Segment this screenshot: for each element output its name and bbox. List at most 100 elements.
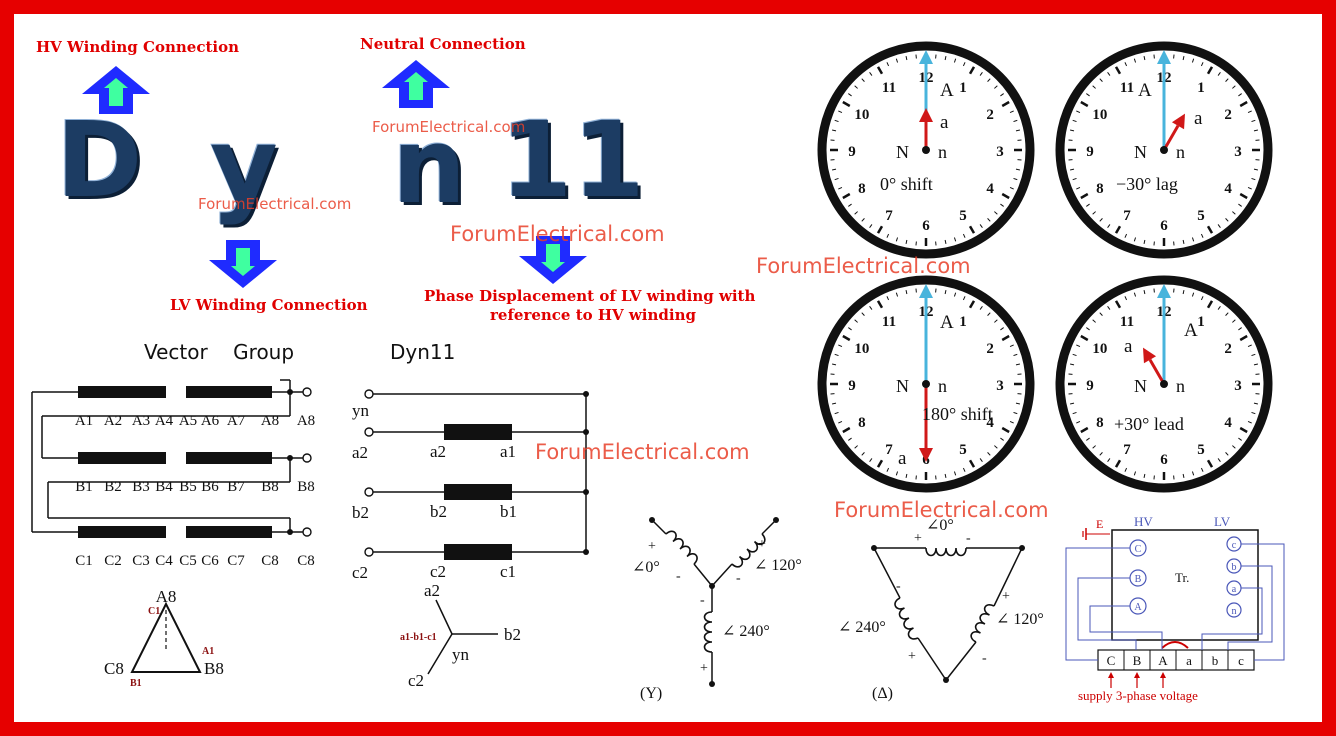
clock-tick	[1251, 177, 1256, 181]
clock-tick	[1000, 437, 1004, 441]
clock-tick	[953, 292, 957, 297]
lv-coil-label: b2	[430, 502, 447, 521]
delta-label-c1: C1	[148, 606, 160, 617]
clock-tick	[1143, 55, 1146, 61]
test-lv-terminal-label: b	[1232, 562, 1237, 573]
clock-tick	[1107, 458, 1111, 462]
hv-terminal-label: B4	[155, 479, 173, 495]
y-caption: (Y)	[640, 685, 662, 702]
hv-terminal	[302, 527, 312, 537]
clock-tick	[1206, 459, 1214, 468]
delta-minus-a: -	[966, 531, 971, 546]
hv-coil-left	[78, 526, 166, 538]
delta-coil-c	[894, 597, 919, 640]
clock-label-lv: a	[898, 448, 907, 469]
lv-terminal	[364, 427, 374, 437]
clock-tick	[994, 319, 998, 323]
hv-terminal-label: B8	[297, 479, 315, 495]
clock-tick	[1238, 437, 1242, 441]
supply-text: supply 3-phase voltage	[1078, 688, 1198, 703]
clock-tick	[861, 78, 865, 82]
code-11: 11	[500, 99, 645, 221]
clock-tick	[1000, 203, 1004, 207]
clock-number: 8	[858, 181, 866, 197]
clock-number: 9	[1086, 378, 1094, 394]
clock-tick	[1015, 168, 1021, 171]
delta-caption: (Δ)	[872, 685, 893, 702]
clock-tick	[1107, 224, 1111, 228]
clock-number: 9	[848, 144, 856, 160]
clock-tick	[1092, 85, 1096, 89]
y-angle-b: ∠ 120°	[754, 557, 802, 574]
clock-tick	[842, 192, 851, 200]
clock-tick	[1191, 58, 1195, 63]
clock-label-hv: A	[940, 80, 954, 101]
clock-tick	[1015, 363, 1021, 366]
clock-tick	[953, 58, 957, 63]
y-center	[709, 583, 715, 589]
clock-tick	[1247, 110, 1252, 114]
delta-wire	[993, 547, 1023, 607]
clock-tick	[944, 239, 947, 245]
lv-terminal-label: c2	[352, 563, 368, 582]
clock-tick	[1217, 306, 1221, 310]
delta-angle-b: ∠ 120°	[996, 611, 1044, 628]
clock-tick	[1251, 353, 1256, 357]
clock-tick	[1099, 78, 1103, 82]
clock-tick	[987, 452, 991, 456]
clock-tick	[876, 300, 884, 309]
clock-tick	[876, 225, 884, 234]
clock-tick	[1000, 93, 1004, 97]
clock-tick	[834, 177, 839, 181]
clock-tick	[1124, 467, 1128, 472]
clock-tick	[848, 437, 852, 441]
star-label-a2: a2	[424, 581, 440, 600]
clock-tick	[1133, 471, 1137, 476]
clock-tick	[1009, 344, 1014, 348]
clock-tick	[968, 66, 976, 75]
hv-terminal-label: C8	[297, 553, 315, 569]
clock-number: 4	[1224, 415, 1232, 431]
delta-minus-c: -	[896, 579, 901, 594]
lv-phasor-hand-head	[919, 108, 933, 122]
clock-tick	[1143, 473, 1146, 479]
clock-tick	[1182, 239, 1185, 245]
star-label-yn: yn	[452, 645, 470, 664]
clock-tick	[869, 458, 873, 462]
arrow-inner	[104, 78, 128, 106]
y-wire	[651, 519, 667, 535]
delta-coil-b	[970, 604, 995, 643]
phase-disp-label-2: reference to HV winding	[490, 306, 696, 324]
hv-delta-triangle	[130, 601, 202, 673]
clock-number: 10	[854, 107, 869, 123]
clock-tick	[944, 289, 947, 295]
clock-tick	[1076, 186, 1081, 190]
clock-tick	[1114, 459, 1122, 468]
clock-tick	[834, 411, 839, 415]
lv-coil	[444, 544, 512, 560]
clock-tick	[1133, 292, 1137, 297]
test-wire	[1065, 547, 1130, 661]
lv-node	[583, 489, 589, 495]
clock-tick	[838, 344, 843, 348]
hv-terminal-label: A5	[179, 413, 197, 429]
y-wire	[693, 563, 713, 587]
test-earth-label: E	[1096, 517, 1103, 531]
code-d: D	[56, 99, 143, 221]
clock-number: 3	[1234, 378, 1242, 394]
clock-number: 6	[1160, 218, 1168, 234]
clock-neutral-lv: n	[1176, 376, 1185, 396]
clock-tick	[1239, 334, 1248, 342]
lv-coil	[444, 424, 512, 440]
watermark: ForumElectrical.com	[834, 498, 1049, 522]
hv-terminal	[302, 453, 312, 463]
lv-coil-label: c2	[430, 562, 446, 581]
y-coil-b	[731, 533, 766, 568]
clock-tick	[1069, 402, 1075, 405]
y-minus-a: -	[676, 569, 681, 584]
clock-number: 7	[1123, 442, 1131, 458]
clock-tick	[842, 426, 851, 434]
clock-tick	[1015, 129, 1021, 132]
clock-number: 11	[882, 80, 896, 96]
clock-tick	[962, 233, 966, 238]
